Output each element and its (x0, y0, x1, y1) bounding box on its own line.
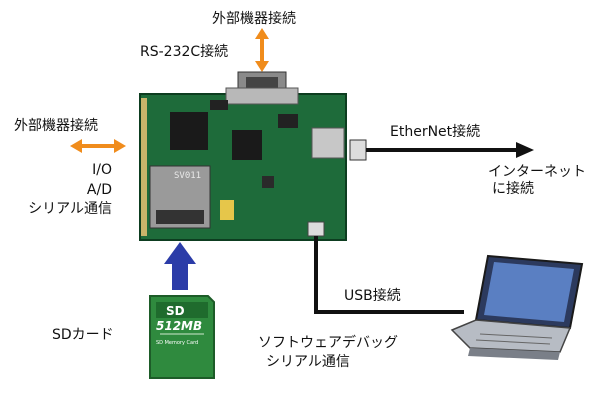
sd-card-subtitle: SD Memory Card (156, 340, 198, 346)
laptop-icon (450, 254, 584, 360)
sd-card-icon (149, 295, 215, 379)
software-debug-label: ソフトウェアデバッグ (258, 335, 398, 351)
rs232c-label: RS-232C接続 (140, 44, 229, 60)
io-label: I/O (92, 162, 112, 178)
serial-bottom-label: シリアル通信 (266, 354, 350, 370)
board-silkscreen: SV011 (174, 171, 201, 181)
sd-card-brand: SD (166, 304, 185, 318)
left-connector-arrow-icon (70, 139, 126, 153)
usb-cable (314, 236, 464, 314)
top-external-label: 外部機器接続 (212, 11, 296, 27)
top-connector-arrow-icon (255, 28, 269, 72)
serial-left-label: シリアル通信 (28, 201, 112, 217)
internet-label-line2: に接続 (492, 181, 534, 197)
ad-label: A/D (86, 182, 112, 198)
pcb-board-icon (139, 71, 347, 241)
internet-label-line1: インターネット (488, 164, 586, 180)
ethernet-label: EtherNet接続 (390, 124, 481, 140)
sd-card-capacity: 512MB (156, 319, 202, 333)
usb-label: USB接続 (344, 288, 401, 304)
ethernet-cable-arrow-icon (349, 139, 534, 161)
sd-card-label: SDカード (52, 327, 114, 343)
left-external-label: 外部機器接続 (14, 118, 98, 134)
upload-arrow-icon (164, 242, 196, 290)
